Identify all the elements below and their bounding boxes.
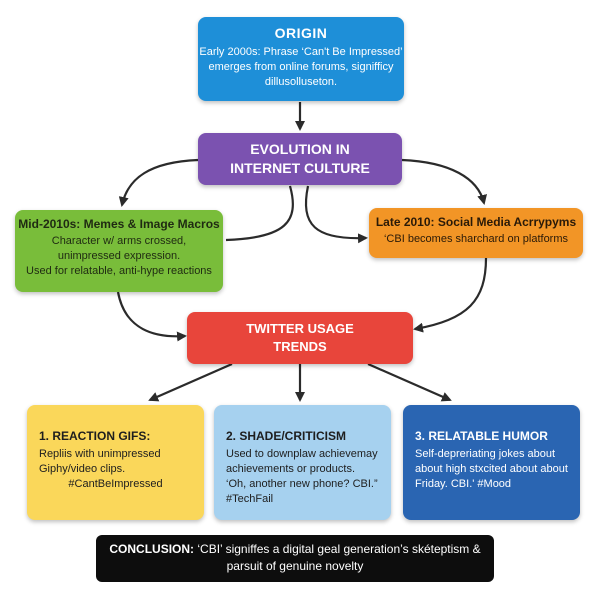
shade-criticism-card: 2. SHADE/CRITICISM Used to downplaw achi…: [214, 405, 391, 520]
shade-title: 2. SHADE/CRITICISM: [226, 429, 347, 443]
social-line-1: ‘CBI becomes sharchard on platforms: [383, 233, 569, 245]
memes-box: Mid-2010s: Memes & Image Macros Characte…: [15, 210, 223, 292]
shade-line-2: achievements or products.: [226, 463, 356, 475]
memes-title: Mid-2010s: Memes & Image Macros: [18, 217, 220, 231]
conclusion-text-2: parsuit of genuine novelty: [226, 559, 364, 573]
arrow-twitter-to-reaction: [148, 362, 233, 402]
twitter-line-1: TWITTER USAGE: [246, 321, 354, 336]
reaction-gifs-card: 1. REACTION GIFS: Repliis with unimpress…: [27, 405, 204, 520]
arrow-social-to-twitter: [413, 257, 488, 333]
reaction-line-2: Giphy/video clips.: [39, 463, 126, 475]
memes-line-1: Character w/ arms crossed,: [51, 235, 187, 247]
arrow-memes-to-twitter: [116, 291, 187, 342]
shade-line-4: #TechFail: [226, 493, 274, 505]
origin-box: ORIGIN Early 2000s: Phrase ‘Can't Be Imp…: [198, 17, 404, 101]
twitter-line-2: TRENDS: [273, 339, 327, 354]
social-media-box: Late 2010: Social Media Acrrypyms ‘CBI b…: [369, 208, 583, 258]
conclusion-label: CONCLUSION:: [109, 542, 195, 556]
reaction-title: 1. REACTION GIFS:: [39, 429, 151, 443]
evolution-line-1: EVOLUTION IN: [250, 141, 350, 157]
reaction-line-1: Repliis with unimpressed: [39, 448, 161, 460]
social-title: Late 2010: Social Media Acrrypyms: [375, 215, 577, 229]
memes-line-2: unimpressed expression.: [57, 250, 181, 262]
evolution-line-2: INTERNET CULTURE: [230, 160, 370, 176]
shade-line-1: Used to downplaw achievemay: [226, 448, 378, 460]
arrow-evolution-to-social-lower: [304, 185, 368, 244]
arrow-evolution-to-memes: [118, 158, 199, 207]
reaction-hashtag: #CantBeImpressed: [68, 478, 163, 490]
arrow-evolution-to-social: [401, 158, 487, 205]
twitter-trends-box: TWITTER USAGE TRENDS: [187, 312, 413, 364]
humor-title: 3. RELATABLE HUMOR: [415, 429, 548, 443]
memes-line-3: Used for relatable, anti-hype reactions: [26, 265, 212, 277]
origin-title: ORIGIN: [274, 25, 328, 41]
evolution-box: EVOLUTION IN INTERNET CULTURE: [198, 133, 402, 185]
humor-line-1: Self-depreriating jokes about: [415, 448, 556, 460]
humor-line-2: about high stxcited about about: [415, 463, 568, 475]
origin-line-3: dillusolluseton.: [264, 76, 338, 88]
origin-line-2: emerges from online forums, signifficy: [208, 61, 394, 73]
arrow-evolution-to-memes-lower: [225, 185, 294, 242]
humor-line-3: Friday. CBI.' #Mood: [415, 478, 512, 490]
arrow-twitter-to-humor: [367, 362, 452, 402]
relatable-humor-card: 3. RELATABLE HUMOR Self-depreriating jok…: [403, 405, 580, 520]
conclusion-banner: CONCLUSION: ‘CBI’ signiffes a digital ge…: [96, 535, 494, 582]
shade-line-3: ‘Oh, another new phone? CBI.”: [226, 478, 378, 490]
conclusion-text-1: ‘CBI’ signiffes a digital geal generatio…: [194, 542, 481, 556]
origin-line-1: Early 2000s: Phrase ‘Can't Be Impressed’: [199, 46, 403, 58]
